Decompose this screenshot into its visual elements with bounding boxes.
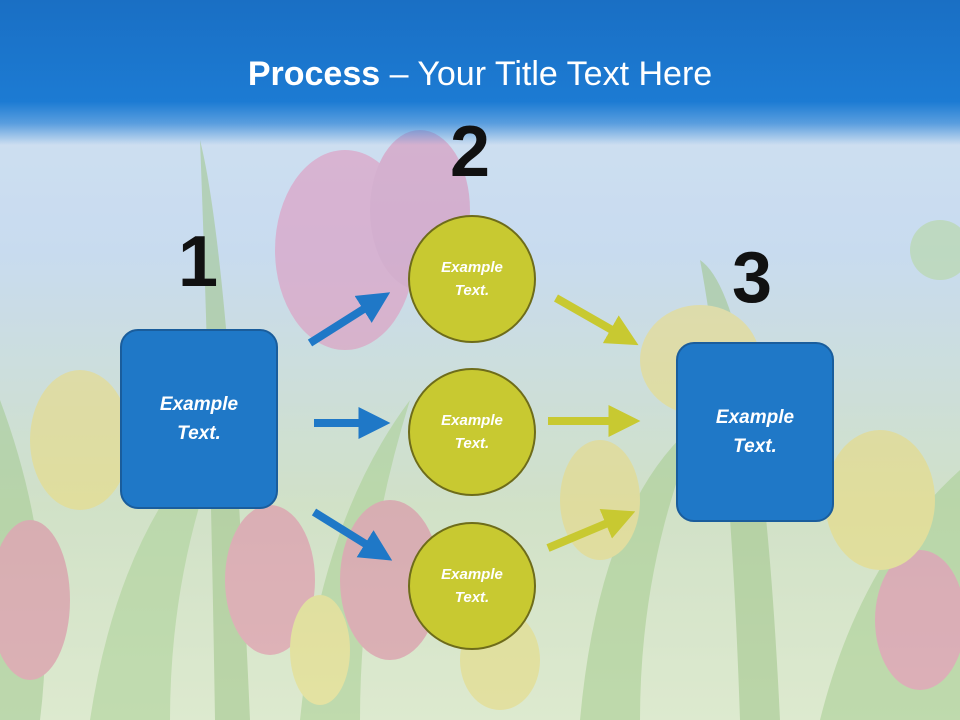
left-box-line1: Example xyxy=(159,394,239,415)
title-dash: – xyxy=(380,55,418,93)
step-number-2: 2 xyxy=(450,112,491,192)
step-number-1: 1 xyxy=(178,222,219,302)
circle-middle-line1: Example xyxy=(441,412,503,429)
circle-top[interactable]: Example Text. xyxy=(408,215,536,343)
blue-arrow-up xyxy=(307,292,391,347)
title-band xyxy=(0,0,960,145)
circle-middle[interactable]: Example Text. xyxy=(408,368,536,496)
circle-top-line1: Example xyxy=(441,259,503,276)
circle-top-text: Example Text. xyxy=(441,256,503,302)
right-box-line2: Text. xyxy=(733,436,777,457)
step-number-3: 3 xyxy=(732,238,773,318)
circle-bottom[interactable]: Example Text. xyxy=(408,522,536,650)
yellow-arrow-down xyxy=(554,294,639,346)
right-box-text: Example Text. xyxy=(716,403,794,461)
circle-middle-text: Example Text. xyxy=(441,409,503,455)
left-box-text: Example Text. xyxy=(160,390,238,448)
title-bold: Process xyxy=(247,55,381,93)
circle-middle-line2: Text. xyxy=(454,435,490,452)
title-rest: Your Title Text Here xyxy=(417,55,713,93)
right-process-box[interactable]: Example Text. xyxy=(676,342,834,522)
circle-bottom-text: Example Text. xyxy=(441,563,503,609)
left-process-box[interactable]: Example Text. xyxy=(120,329,278,509)
left-box-line2: Text. xyxy=(177,423,221,444)
right-box-line1: Example xyxy=(715,407,795,428)
circle-bottom-line1: Example xyxy=(441,566,503,583)
yellow-arrow-up xyxy=(546,509,636,552)
circle-top-line2: Text. xyxy=(454,282,490,299)
slide-title: Process – Your Title Text Here xyxy=(0,52,960,96)
blue-arrow-down xyxy=(311,508,393,561)
circle-bottom-line2: Text. xyxy=(454,589,490,606)
